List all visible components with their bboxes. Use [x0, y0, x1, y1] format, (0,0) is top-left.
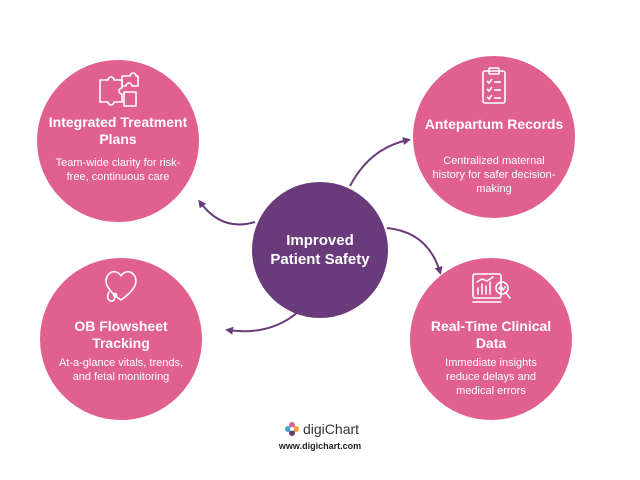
- bubble-description: Team-wide clarity for risk-free, continu…: [55, 157, 181, 183]
- website-url[interactable]: www.digichart.com: [278, 441, 362, 451]
- bubble-title: Integrated Treatment Plans: [48, 114, 188, 147]
- digichart-logo: digiChart: [284, 421, 359, 437]
- bubble-ob-flowsheet-tracking: OB Flowsheet Tracking At-a-glance vitals…: [40, 258, 202, 420]
- bubble-real-time-clinical-data: Real-Time Clinical Data Immediate insigh…: [410, 258, 572, 420]
- bubble-antepartum-records: Antepartum Records Centralized maternal …: [413, 56, 575, 218]
- bubble-title: Antepartum Records: [424, 116, 564, 132]
- heart-stethoscope-icon: [105, 270, 137, 302]
- bubble-description: At-a-glance vitals, trends, and fetal mo…: [58, 357, 184, 383]
- center-title: Improved Patient Safety: [270, 232, 370, 268]
- analytics-chart-icon: [472, 273, 511, 303]
- bubble-integrated-treatment-plans: Integrated Treatment Plans Team-wide cla…: [37, 60, 199, 222]
- center-bubble-improved-patient-safety: Improved Patient Safety: [252, 182, 388, 318]
- flower-logo-icon: [285, 422, 299, 436]
- bubble-title: Real-Time Clinical Data: [430, 318, 552, 351]
- arrow-to-bottom-left: [225, 311, 299, 335]
- bubble-description: Centralized maternal history for safer d…: [432, 155, 556, 195]
- bubble-description: Immediate insights reduce delays and med…: [445, 357, 537, 397]
- clipboard-checklist-icon: [482, 67, 506, 104]
- arrow-to-top-right: [349, 137, 411, 187]
- bubble-title: OB Flowsheet Tracking: [74, 318, 168, 351]
- arrow-to-top-left: [198, 199, 256, 226]
- arrow-to-bottom-right: [386, 227, 443, 275]
- logo-text: digiChart: [303, 421, 360, 437]
- puzzle-icon: [99, 72, 139, 107]
